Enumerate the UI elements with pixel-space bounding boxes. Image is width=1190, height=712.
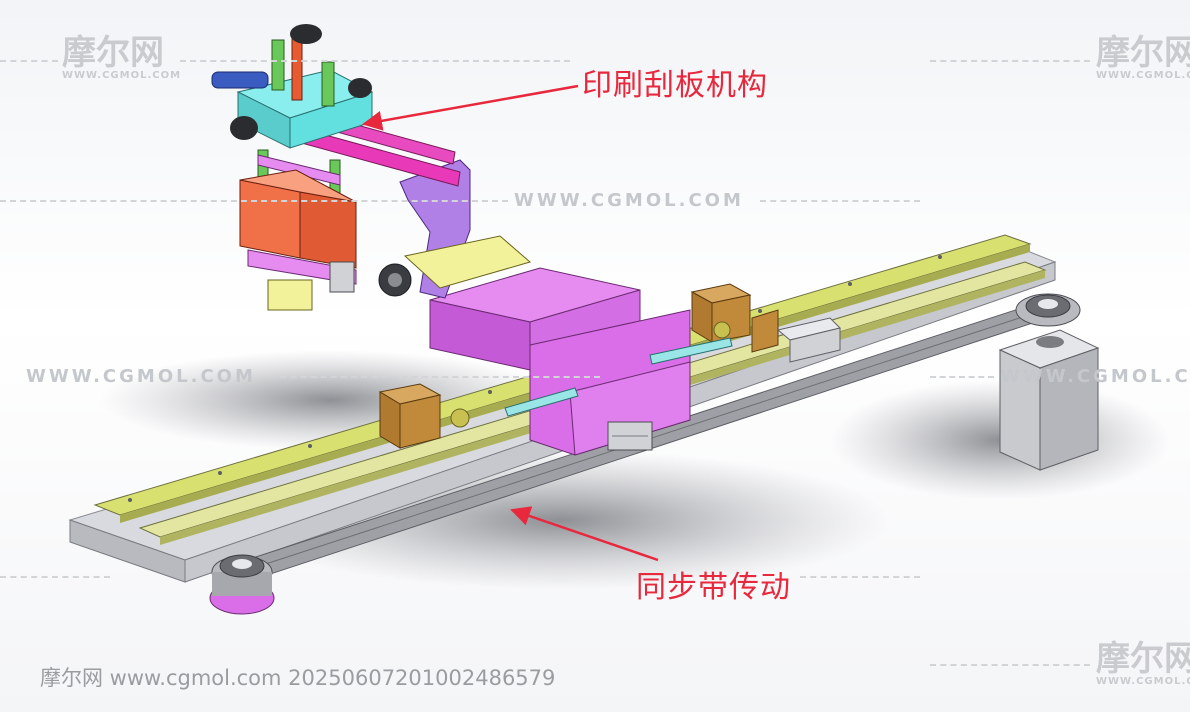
watermark-dash	[180, 60, 570, 62]
watermark-logo: 摩尔网 WWW.CGMOL.COM	[1096, 36, 1190, 82]
carriage-plate	[429, 267, 691, 456]
watermark-logo-text: 摩尔网	[1096, 639, 1190, 679]
support-bracket	[378, 159, 532, 299]
squeegee-blocks	[239, 169, 357, 311]
watermark-dash	[0, 576, 110, 578]
bearing-block-left	[378, 383, 470, 449]
watermark-url: WWW.CGMOL.COM	[1000, 366, 1190, 387]
watermark-logo-text: 摩尔网	[62, 33, 164, 73]
watermark-logo: 摩尔网 WWW.CGMOL.COM	[62, 36, 181, 82]
watermark-url: WWW.CGMOL.COM	[514, 190, 744, 211]
belt-pulley-left	[209, 554, 275, 615]
label-squeegee-mechanism: 印刷刮板机构	[582, 68, 768, 103]
watermark-logo-text: 摩尔网	[1096, 33, 1190, 73]
watermark-logo-sub: WWW.CGMOL.COM	[1096, 676, 1190, 687]
watermark-dash	[760, 200, 920, 202]
label-timing-belt-drive: 同步带传动	[636, 570, 791, 605]
bearing-block-right	[690, 283, 779, 353]
slider-block	[776, 317, 841, 363]
watermark-logo-sub: WWW.CGMOL.COM	[1096, 70, 1190, 81]
watermark-logo-sub: WWW.CGMOL.COM	[62, 70, 182, 81]
servo-motor	[998, 329, 1100, 471]
watermark-dash	[270, 376, 600, 378]
cyan-strips	[504, 337, 733, 417]
watermark-dash	[0, 60, 58, 62]
footer-watermark: 摩尔网 www.cgmol.com 20250607201002486579	[40, 666, 556, 690]
belt-pulley-right	[1015, 293, 1081, 327]
watermark-dash	[0, 200, 508, 202]
watermark-logo: 摩尔网 WWW.CGMOL.COM	[1096, 642, 1190, 688]
watermark-dash	[930, 376, 994, 378]
watermark-dash	[930, 664, 1090, 666]
callout-arrow-top	[362, 84, 579, 131]
watermark-dash	[800, 576, 920, 578]
callout-arrow-bottom	[510, 506, 659, 562]
watermark-dash	[930, 60, 1090, 62]
watermark-url: WWW.CGMOL.COM	[26, 366, 256, 387]
